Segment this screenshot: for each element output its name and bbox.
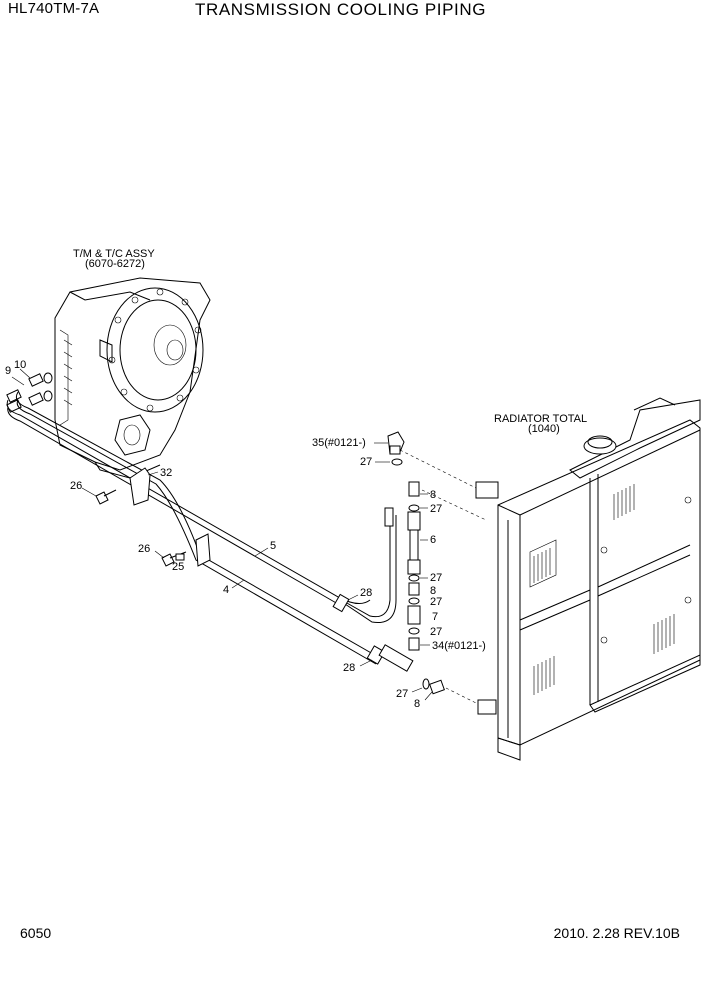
callout-10: 10 <box>14 359 26 371</box>
hose-6 <box>407 511 421 575</box>
callout-27-f: 27 <box>396 688 408 700</box>
radiator-ref: (1040) <box>528 423 560 435</box>
callout-26-upper: 26 <box>70 480 82 492</box>
callout-25: 25 <box>172 561 184 573</box>
page-title: TRANSMISSION COOLING PIPING <box>195 0 487 19</box>
adapter-8-mid <box>408 582 420 596</box>
callout-32: 32 <box>160 467 172 479</box>
callout-27-b: 27 <box>430 503 442 515</box>
oring-27-bottom <box>422 678 430 690</box>
callout-4: 4 <box>223 584 229 596</box>
callout-8-b: 8 <box>430 585 436 597</box>
callout-27-e: 27 <box>430 626 442 638</box>
bolt-26-lower <box>161 551 187 567</box>
callout-9: 9 <box>5 365 11 377</box>
callout-28-upper: 28 <box>360 587 372 599</box>
radiator-label: RADIATOR TOTAL <box>494 413 587 425</box>
callout-27-d: 27 <box>430 596 442 608</box>
tube-7 <box>407 605 421 625</box>
fittings-9-10 <box>6 372 53 413</box>
revision-date: 2010. 2.28 REV.10B <box>553 925 680 941</box>
callout-27-c: 27 <box>430 572 442 584</box>
pipe-5 <box>6 399 397 624</box>
radiator-assembly <box>475 397 701 761</box>
transmission-ref: (6070-6272) <box>85 258 145 270</box>
callout-5: 5 <box>270 540 276 552</box>
callout-27-a: 27 <box>360 456 372 468</box>
callout-8-c: 8 <box>414 698 420 710</box>
page-number: 6050 <box>20 925 52 941</box>
oring-27-top <box>391 458 403 466</box>
adapter-8-top <box>408 481 420 497</box>
callout-28-lower: 28 <box>343 662 355 674</box>
transmission-label: T/M & T/C ASSY <box>73 248 155 260</box>
callout-35: 35(#0121-) <box>312 437 366 449</box>
callout-6: 6 <box>430 534 436 546</box>
pipe-4 <box>15 391 381 665</box>
callout-34: 34(#0121-) <box>432 640 486 652</box>
elbow-34 <box>408 637 420 651</box>
callout-7: 7 <box>432 611 438 623</box>
clamp-lower <box>195 533 211 567</box>
clamp-32 <box>129 467 151 506</box>
hose-end-right <box>332 507 414 672</box>
model-number: HL740TM-7A <box>8 0 100 17</box>
adapter-8-bottom <box>429 679 445 695</box>
bolt-26-upper <box>95 489 117 505</box>
callout-26-lower: 26 <box>138 543 150 555</box>
